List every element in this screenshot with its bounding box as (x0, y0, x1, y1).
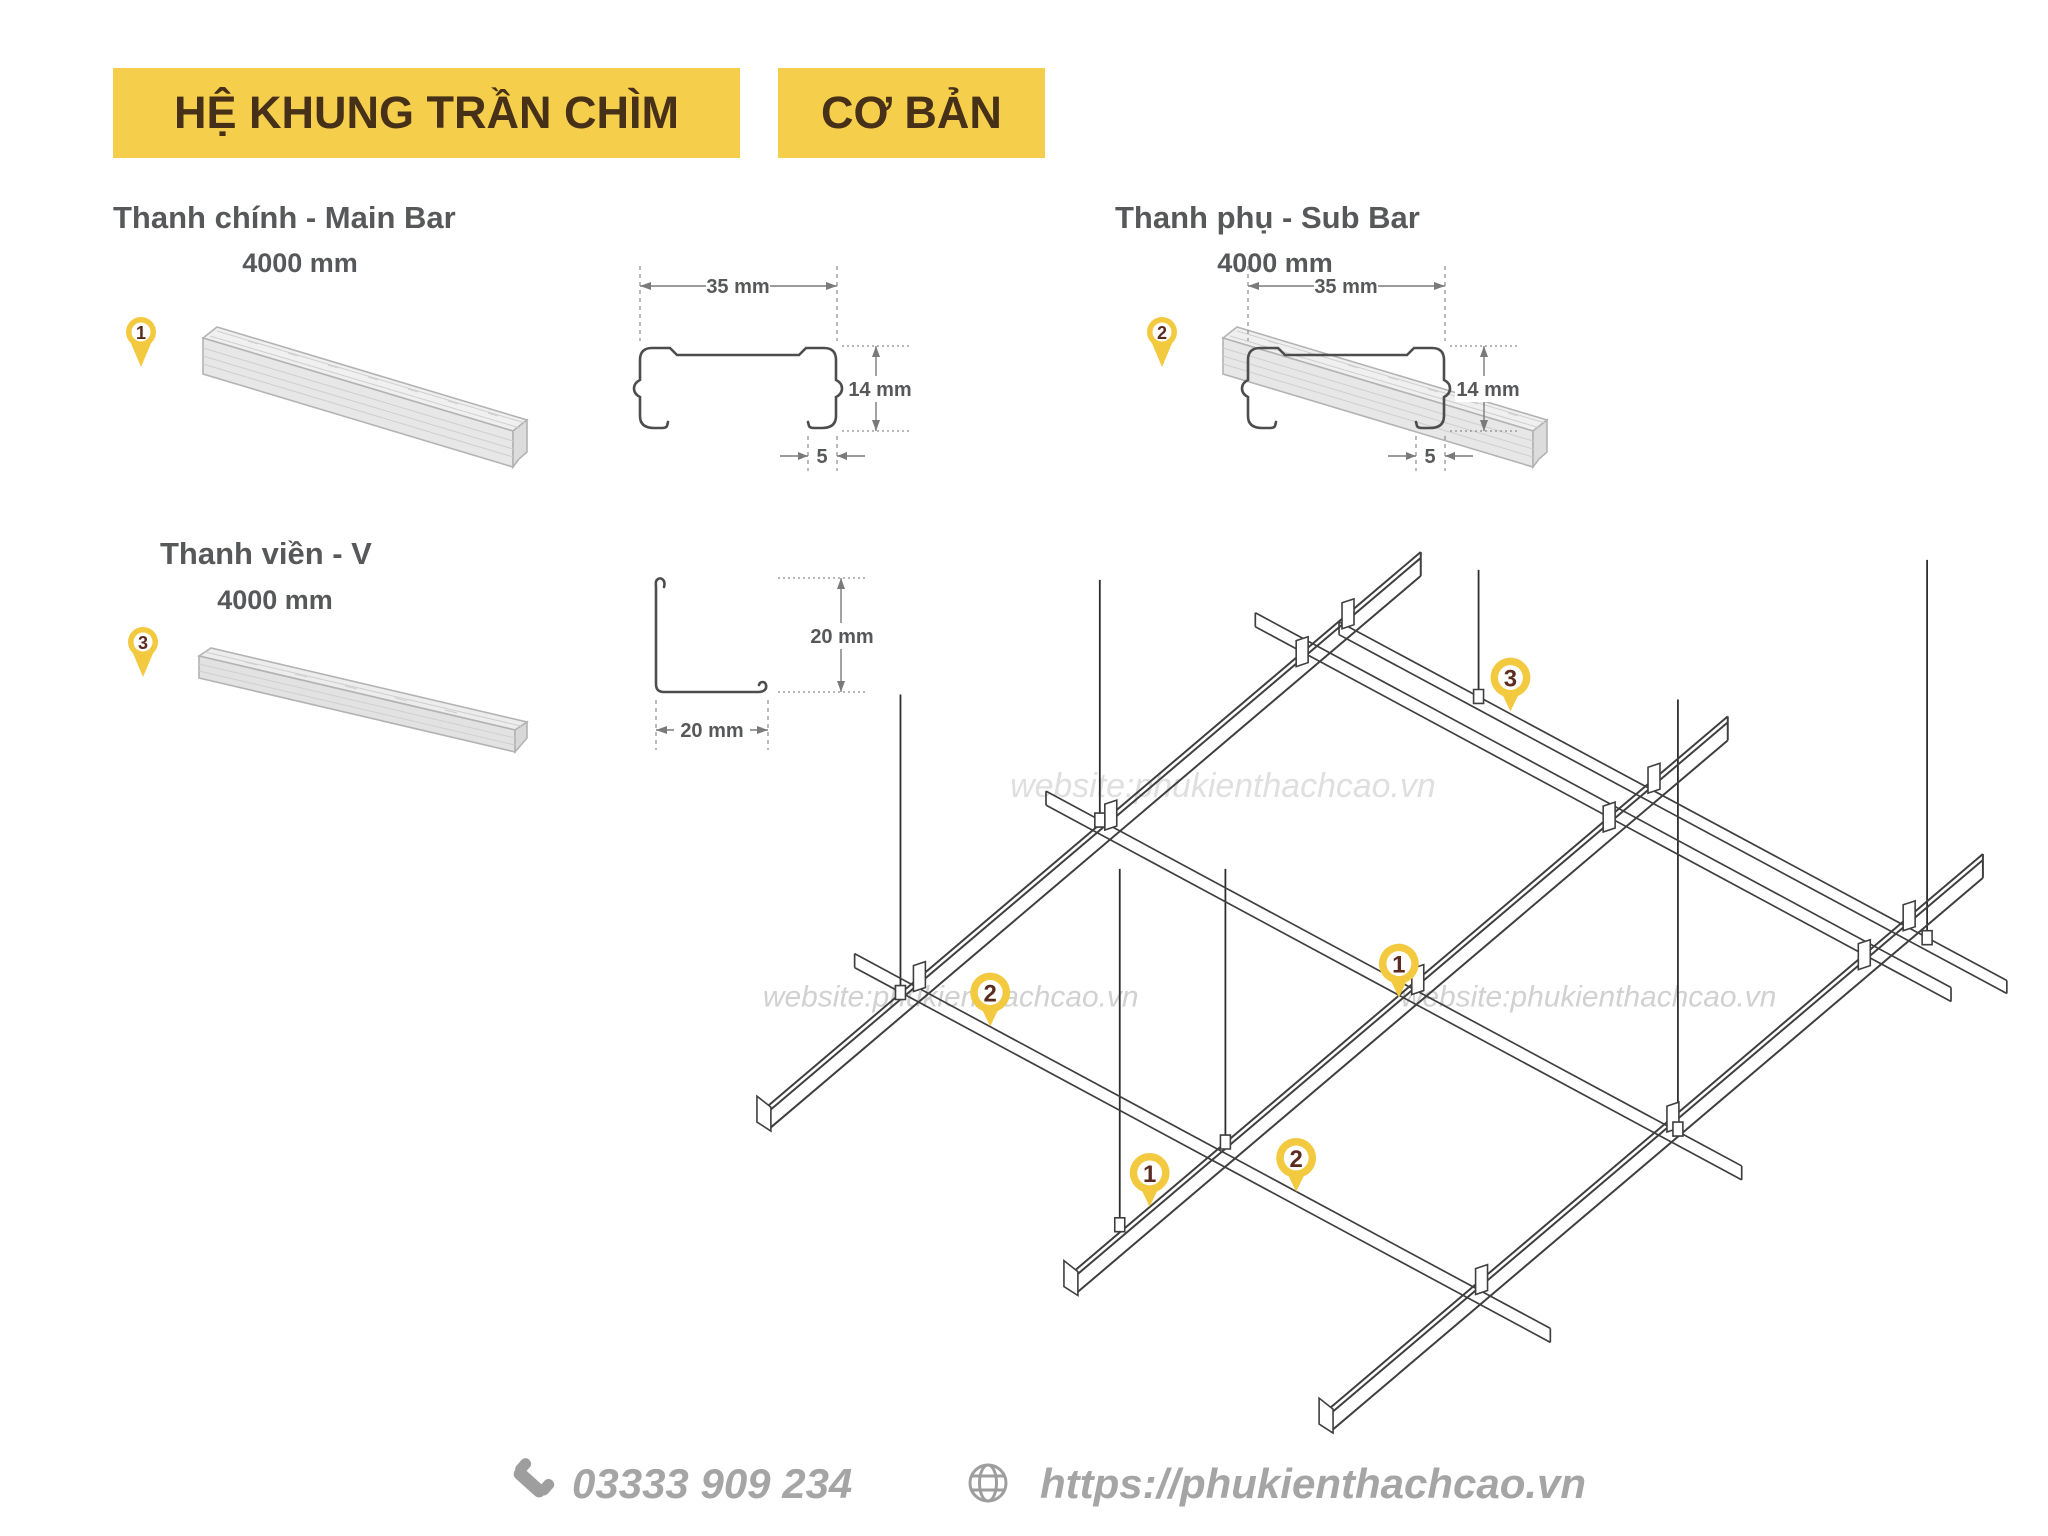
pin-number: 2 (1157, 323, 1167, 343)
v-profile-outline (654, 577, 768, 694)
junction-tabs (912, 597, 1916, 1296)
pin-number: 2 (984, 980, 997, 1007)
dim-width-label: 35 mm (1314, 276, 1377, 298)
sub-bar-dimension-drawing: 35 mm 14 mm 5 (1240, 266, 1521, 471)
pin-tail-icon (132, 651, 154, 677)
edge-bar-dimension-drawing: 20 mm 20 mm (654, 577, 878, 750)
c-profile-outline (632, 346, 844, 430)
globe-icon (968, 1463, 1008, 1503)
bar-knurl (244, 661, 458, 714)
dim-height-label: 14 mm (1456, 379, 1519, 401)
main-bar-length: 4000 mm (242, 248, 358, 278)
bar-texture (202, 330, 526, 458)
bar-knurl (247, 340, 499, 417)
phone-icon (513, 1458, 555, 1498)
main-bar-image (201, 326, 529, 470)
diagram-pin-1a: 1 (1378, 943, 1419, 998)
c-profile-outline (1240, 346, 1452, 430)
main-bar-pin: 1 (126, 317, 156, 367)
sub-bar-pin: 2 (1147, 317, 1177, 367)
pin-number: 3 (138, 633, 148, 653)
diagram-pin-2b: 2 (1276, 1138, 1317, 1192)
bar-texture (1222, 330, 1546, 458)
dim-lip-label: 5 (1424, 446, 1435, 468)
pin-inner-icon (133, 632, 153, 652)
watermark-text: website:phukienthachcao.vn (763, 980, 1139, 1013)
edge-bar-length: 4000 mm (217, 585, 333, 615)
main-bars (756, 551, 1984, 1435)
bar-texture (198, 651, 522, 746)
banner-primary: HỆ KHUNG TRẦN CHÌM (113, 68, 740, 158)
main-bar-title: Thanh chính - Main Bar (113, 200, 456, 235)
dim-v-height-label: 20 mm (810, 626, 873, 648)
diagram-pin-1b: 1 (1129, 1152, 1170, 1207)
bar-end-cap (512, 418, 528, 470)
pin-number: 1 (136, 323, 146, 343)
footer-phone: 03333 909 234 (572, 1460, 853, 1507)
bar-front-face (198, 654, 516, 754)
pin-number: 1 (1392, 952, 1405, 979)
dim-lip-label: 5 (816, 446, 827, 468)
edge-bar-title: Thanh viền - V (160, 536, 372, 571)
perimeter-angle-bar (1338, 620, 2008, 995)
watermark-text: website:phukienthachcao.vn (1010, 767, 1436, 805)
dim-v-width-label: 20 mm (680, 720, 743, 742)
sub-bar-image (1221, 326, 1549, 470)
pin-number: 3 (1504, 666, 1517, 693)
dim-height-label: 14 mm (848, 379, 911, 401)
banner-secondary: CƠ BẢN (778, 68, 1045, 158)
hanger-wires (899, 559, 1928, 1226)
footer-website: https://phukienthachcao.vn (1040, 1460, 1587, 1507)
diagram-pin-2a: 2 (970, 972, 1011, 1027)
edge-bar-image (197, 647, 529, 755)
watermark-text: website:phukienthachcao.vn (1401, 980, 1777, 1013)
pin-inner-icon (1152, 322, 1172, 342)
sub-bar-length: 4000 mm (1217, 248, 1333, 278)
pin-inner-icon (131, 322, 151, 342)
pin-number: 1 (1143, 1161, 1156, 1188)
dim-width-label: 35 mm (706, 276, 769, 298)
diagram-pin-3: 3 (1490, 657, 1531, 712)
pin-tail-icon (130, 341, 152, 367)
ceiling-grid-diagram: website:phukienthachcao.vn website:phuki… (756, 551, 2008, 1435)
pin-number: 2 (1290, 1146, 1303, 1173)
edge-bar-pin: 3 (128, 627, 158, 677)
sub-bar-title: Thanh phụ - Sub Bar (1115, 200, 1420, 235)
main-bar-dimension-drawing: 35 mm 14 mm 5 (632, 266, 913, 471)
bar-end-cap (1532, 418, 1548, 470)
pin-tail-icon (1151, 341, 1173, 367)
wire-clips (894, 688, 1933, 1233)
